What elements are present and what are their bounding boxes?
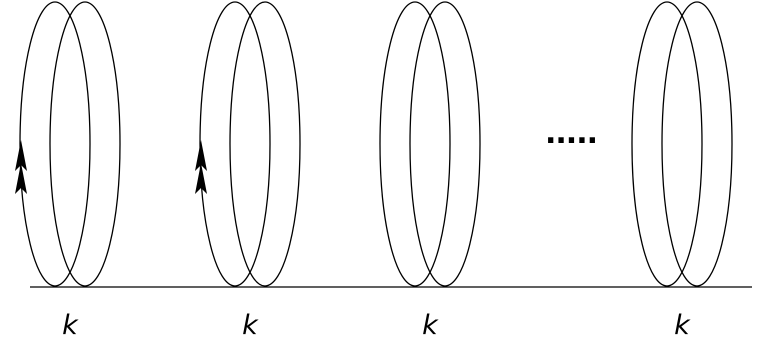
ring-front-ellipse <box>19 1 91 287</box>
momentum-label: k <box>242 310 259 341</box>
ring-back-ellipse <box>661 1 733 287</box>
ring-front-ellipse <box>199 1 271 287</box>
momentum-label: k <box>422 310 439 341</box>
ellipsis-text: ..... <box>545 116 597 151</box>
momentum-label: k <box>62 310 79 341</box>
ring-front-ellipse <box>631 1 703 287</box>
ring-pair: k <box>15 1 121 341</box>
up-arrow-icon <box>15 140 27 171</box>
up-arrow-icon <box>15 163 27 194</box>
ring-pair: k <box>379 1 481 341</box>
up-arrow-icon <box>195 163 207 194</box>
ring-back-ellipse <box>229 1 301 287</box>
momentum-label: k <box>674 310 691 341</box>
ring-pair: k <box>631 1 733 341</box>
ring-pair: k <box>195 1 301 341</box>
ring-front-ellipse <box>379 1 451 287</box>
up-arrow-icon <box>195 140 207 171</box>
ring-back-ellipse <box>49 1 121 287</box>
ring-back-ellipse <box>409 1 481 287</box>
